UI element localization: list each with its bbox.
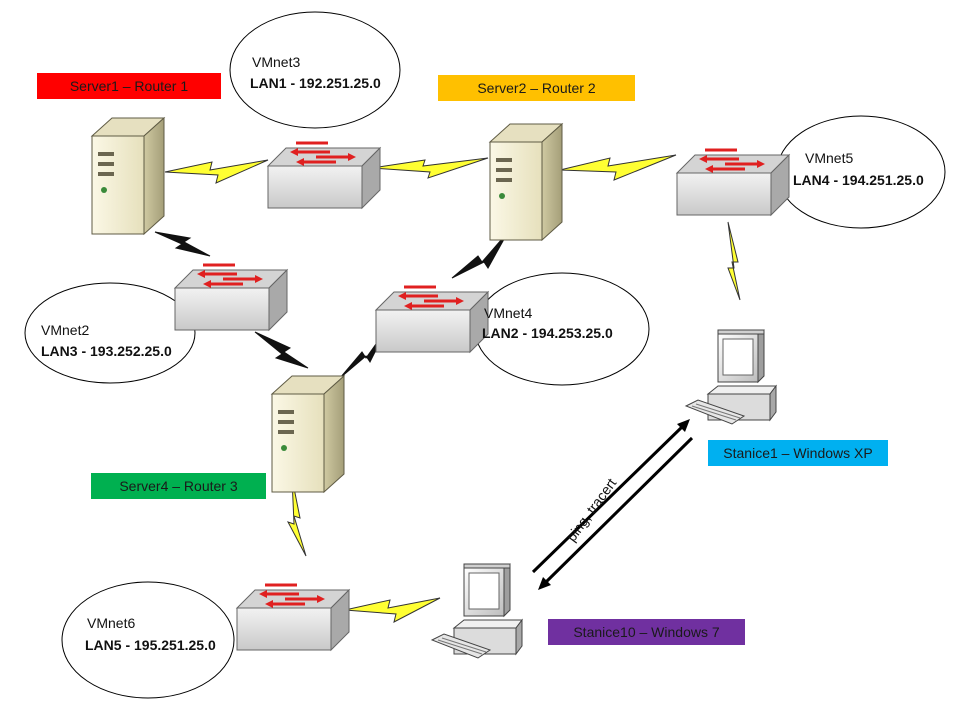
router2-label: Server2 – Router 2 [438, 75, 635, 101]
vmnet4-name: VMnet4 [484, 305, 533, 321]
vmnet3-name: VMnet3 [252, 54, 301, 70]
ping-arrow-up [531, 424, 685, 574]
ping-arrow-down [543, 436, 694, 585]
ping-arrow-down-head [538, 577, 551, 590]
switch-vmnet2-icon [173, 263, 289, 332]
ping-arrows [531, 419, 694, 590]
vmnet3-ellipse [229, 11, 401, 129]
link-vmnet6-stanice10 [344, 597, 441, 623]
link-router2-vmnet5 [559, 154, 677, 181]
link-vmnet2-router3 [254, 331, 309, 369]
switch-vmnet4-icon [374, 285, 490, 354]
vmnet5-name: VMnet5 [805, 150, 854, 166]
link-router3-vmnet6 [286, 477, 307, 557]
ping-arrow-up-head [677, 419, 690, 432]
vmnet2-ellipse [24, 282, 196, 384]
link-vmnet3-router2 [371, 157, 489, 179]
server4-icon [271, 375, 345, 493]
router1-label: Server1 – Router 1 [37, 73, 221, 99]
stanice1-pc-icon [685, 329, 777, 425]
vmnet2-name: VMnet2 [41, 322, 90, 338]
stanice10-pc-icon [431, 563, 523, 659]
server1-icon [91, 117, 165, 235]
link-vmnet5-stanice1 [727, 221, 741, 301]
vmnet6-ellipse [61, 581, 235, 699]
vmnet3-lan: LAN1 - 192.251.25.0 [250, 75, 381, 91]
server2-icon [489, 123, 563, 241]
stanice10-label: Stanice10 – Windows 7 [548, 619, 745, 645]
switch-vmnet6-icon [235, 583, 351, 652]
router3-label: Server4 – Router 3 [91, 473, 266, 499]
vmnet6-lan: LAN5 - 195.251.25.0 [85, 637, 216, 653]
vmnet4-lan: LAN2 - 194.253.25.0 [482, 325, 613, 341]
vmnet2-lan: LAN3 - 193.252.25.0 [41, 343, 172, 359]
stanice1-label: Stanice1 – Windows XP [708, 440, 888, 466]
links [154, 154, 741, 623]
switch-vmnet5-icon [675, 148, 791, 217]
vmnet5-lan: LAN4 - 194.251.25.0 [793, 172, 924, 188]
link-router1-vmnet2 [154, 231, 211, 257]
link-router1-vmnet3 [164, 159, 269, 184]
vmnet6-name: VMnet6 [87, 615, 136, 631]
switch-vmnet3-icon [266, 141, 382, 210]
